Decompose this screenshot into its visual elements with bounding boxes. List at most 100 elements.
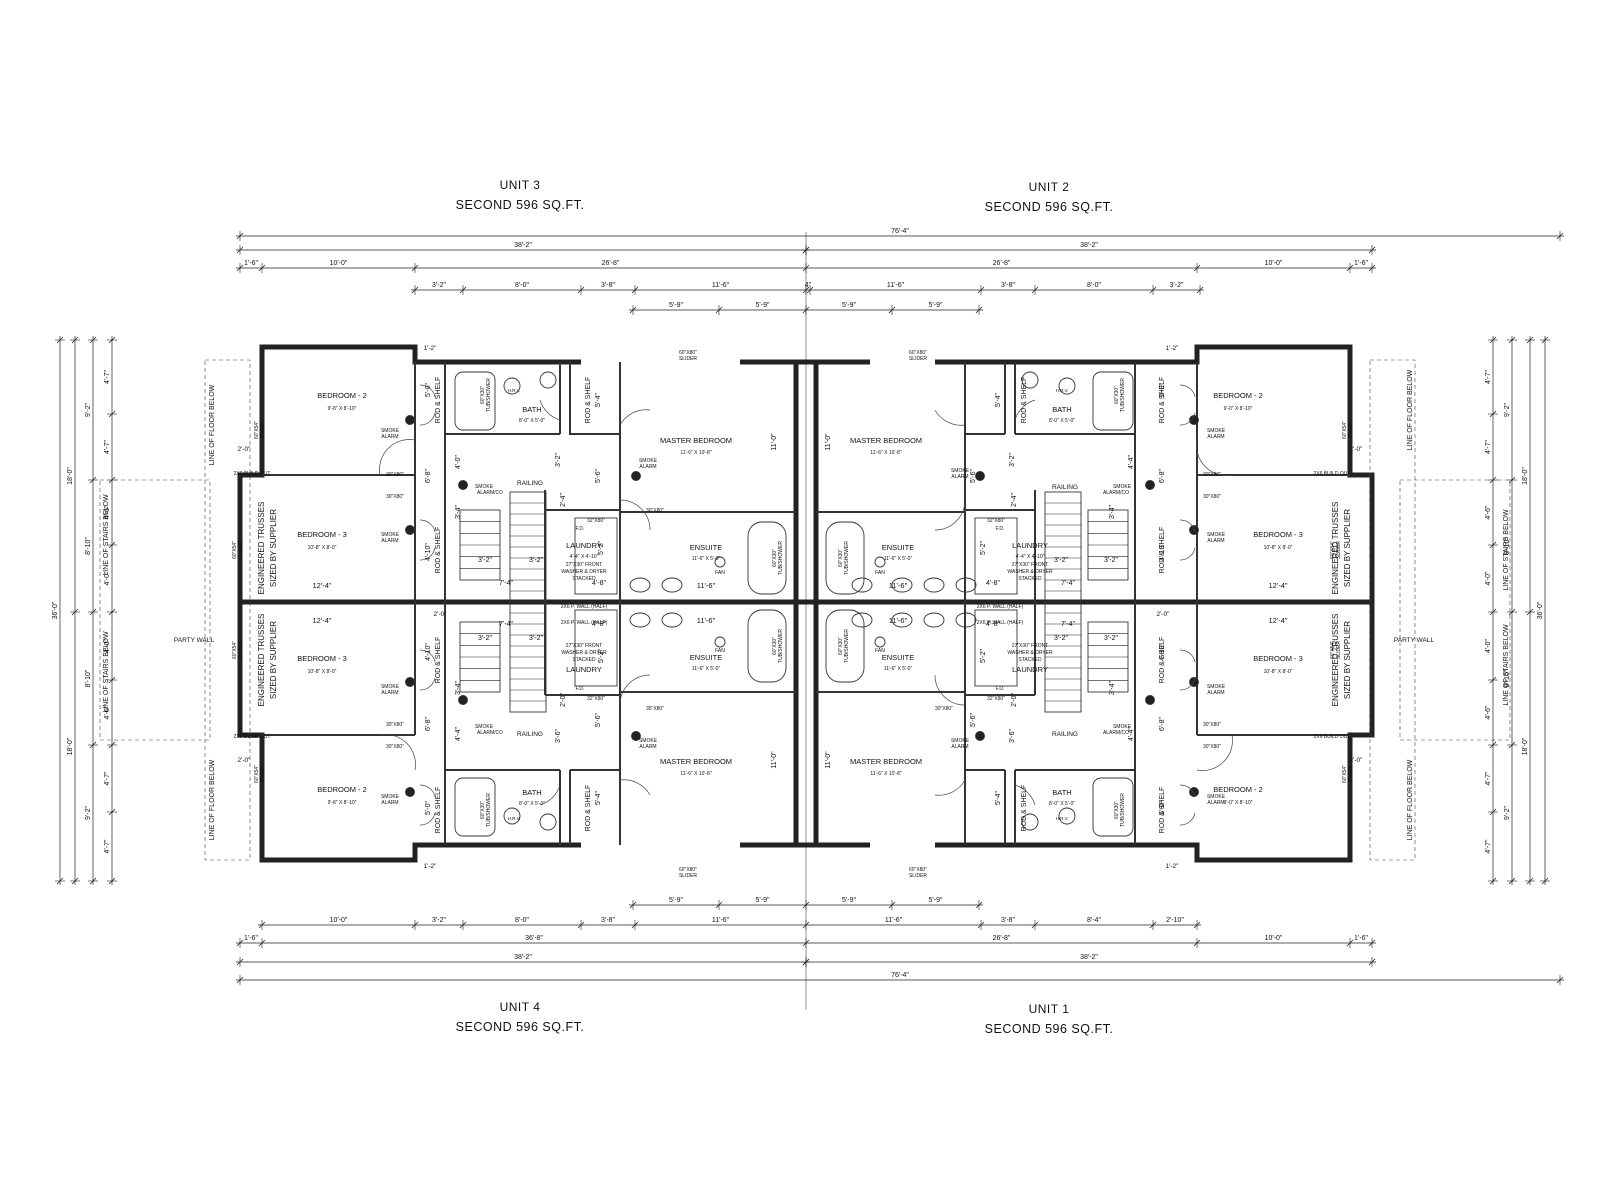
- dim-tick: [1368, 939, 1376, 947]
- bedroom-3-label: BEDROOM - 3: [297, 530, 347, 539]
- dim-label: 38'-2": [1080, 242, 1098, 249]
- plan-note: ROD & SHELF: [585, 785, 592, 832]
- dim-label: 18'-0": [1522, 737, 1529, 755]
- plan-note: ENGINEERED TRUSSES: [257, 614, 266, 707]
- dim-label: 4'-7": [1485, 440, 1492, 454]
- dim-tick: [56, 877, 64, 885]
- plan-note: 4'-10": [1159, 543, 1166, 561]
- door-swing: [539, 399, 561, 421]
- plan-note: 7'-4": [1061, 580, 1075, 587]
- sink-icon: [661, 577, 683, 593]
- plan-note: 4'-8": [986, 580, 1000, 587]
- floor-below-label: LINE OF FLOOR BELOW: [209, 759, 216, 840]
- dim-tick: [629, 306, 637, 314]
- unit-3-area: SECOND 596 SQ.FT.: [455, 198, 585, 212]
- fan-icon: [714, 556, 726, 568]
- dim-label: 5'-9": [669, 897, 683, 904]
- plan-note: 4'-4": [1128, 727, 1135, 741]
- plan-note: 3'-4": [1109, 505, 1116, 519]
- plan-note: H.R.V.: [508, 388, 521, 393]
- master-bedroom-label: MASTER BEDROOM: [850, 436, 922, 445]
- dim-label: 4'-7": [104, 839, 111, 853]
- dim-tick: [1489, 676, 1497, 684]
- dim-label: 18'-0": [67, 737, 74, 755]
- dim-label: 26'-8": [993, 260, 1011, 267]
- dim-tick: [1149, 921, 1157, 929]
- door-swing: [934, 779, 966, 796]
- walls: [237, 344, 1375, 863]
- plan-note: SLIDER: [260, 421, 266, 439]
- dim-tick: [89, 877, 97, 885]
- plan-note: 60"X54": [1342, 421, 1348, 439]
- bathtub: [454, 371, 496, 431]
- unit-2-title: UNIT 2 SECOND 596 SQ.FT.: [929, 180, 1169, 214]
- plan-note: 60"X54": [232, 541, 238, 559]
- plan-note: 11'-6": [889, 581, 908, 590]
- plan-note: 5'-0": [1159, 801, 1166, 815]
- bath-size: 8'-0" X 5'-0": [519, 418, 545, 424]
- dim-tick: [71, 608, 79, 616]
- plan-note: F.D.: [576, 526, 585, 532]
- plan-note: SIZED BY SUPPLIER: [1343, 621, 1352, 699]
- smoke-alarm-icon: [405, 415, 415, 425]
- master-bedroom-label: MASTER BEDROOM: [850, 757, 922, 766]
- dim-tick: [1508, 336, 1516, 344]
- stairs-below-label: LINE OF STAIRS BELOW: [1503, 509, 1510, 591]
- plan-note: ALARM: [381, 690, 398, 696]
- plan-note: SLIDER: [679, 356, 697, 362]
- door-swing: [934, 409, 966, 426]
- dim-tick: [236, 246, 244, 254]
- plan-note: 1'-2": [424, 345, 438, 352]
- plan-note: SLIDER: [909, 873, 927, 879]
- sink-icon: [851, 612, 873, 628]
- dim-tick: [236, 939, 244, 947]
- plan-note: ROD & SHELF: [435, 637, 442, 684]
- plan-note: SMOKE: [381, 684, 400, 690]
- plan-note: ALARM: [951, 744, 968, 750]
- plan-note: 12'-4": [1268, 616, 1287, 625]
- dim-tick: [1508, 877, 1516, 885]
- plan-note: 60"X54": [232, 641, 238, 659]
- dim-tick: [89, 608, 97, 616]
- plan-note: SLIDER: [909, 356, 927, 362]
- dim-tick: [1031, 921, 1039, 929]
- dim-label: 4'-0": [104, 639, 111, 653]
- plan-note: 1'-2": [1166, 863, 1180, 870]
- dim-label: 10'-0": [330, 260, 348, 267]
- dim-tick: [71, 336, 79, 344]
- dim-tick: [108, 476, 116, 484]
- closet-door: [1179, 412, 1196, 426]
- plan-note: ROD & SHELF: [1159, 527, 1166, 574]
- dim-tick: [236, 264, 244, 272]
- plan-note: 11'-6": [697, 581, 716, 590]
- dim-tick: [1489, 541, 1497, 549]
- dim-label: 4'-0": [1485, 571, 1492, 585]
- ensuite-size: 11'-6" X 5'-0": [884, 556, 913, 562]
- dim-label: 5'-9": [842, 302, 856, 309]
- toilet-icon: [1021, 813, 1039, 831]
- dim-label: 11'-6": [885, 917, 903, 924]
- plan-note: 60"X80": [909, 350, 927, 356]
- dim-label: 36'-0": [52, 601, 59, 619]
- plan-note: 3'-2": [1009, 453, 1016, 467]
- plan-note: ROD & SHELF: [435, 787, 442, 834]
- dim-tick: [629, 901, 637, 909]
- dim-tick: [975, 306, 983, 314]
- bedroom-2-size: 9'-0" X 8'-10": [1224, 800, 1253, 806]
- dim-tick: [715, 901, 723, 909]
- plan-note: 2'-0": [1157, 611, 1171, 618]
- plan-note: ENGINEERED TRUSSES: [1331, 502, 1340, 595]
- washer-dryer: [574, 609, 618, 687]
- closet-door: [1179, 784, 1196, 798]
- dim-label: 4'-7": [1485, 370, 1492, 384]
- dim-label: 10'-0": [1265, 260, 1283, 267]
- dim-tick: [1031, 286, 1039, 294]
- dim-tick: [1508, 741, 1516, 749]
- plan-note: 3'-4": [1109, 681, 1116, 695]
- plan-note: TUB/SHOWER: [1120, 378, 1126, 412]
- dim-tick: [1526, 336, 1534, 344]
- dim-tick: [1489, 741, 1497, 749]
- dimension-lines: [55, 231, 1564, 1010]
- unit-1-title: UNIT 1 SECOND 596 SQ.FT.: [929, 1002, 1169, 1036]
- plan-note: 3'-2": [555, 453, 562, 467]
